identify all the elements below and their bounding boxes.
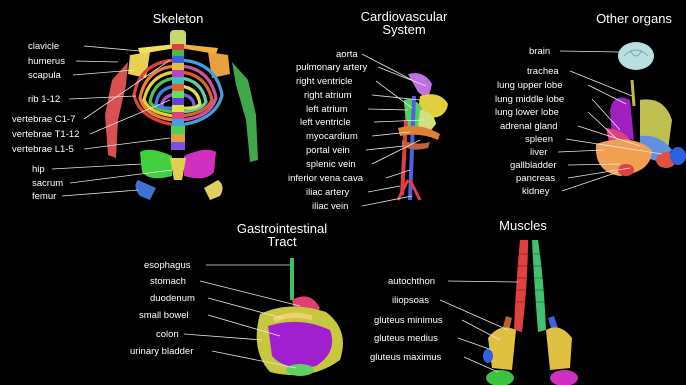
- label-vertebrae-l1-5: vertebrae L1-5: [12, 144, 74, 155]
- label-hip: hip: [32, 164, 45, 175]
- label-lung-middle-lobe: lung middle lobe: [495, 94, 564, 105]
- label-kidney: kidney: [522, 186, 550, 197]
- label-lung-lower-lobe: lung lower lobe: [495, 107, 559, 118]
- label-myocardium: myocardium: [306, 131, 358, 142]
- label-scapula: scapula: [28, 70, 61, 81]
- label-gallbladder: gallbladder: [510, 160, 556, 171]
- label-stomach: stomach: [150, 276, 186, 287]
- other-organs-panel: Other organs brain trachea lung upper lo…: [495, 11, 686, 197]
- muscles-title: Muscles: [499, 218, 547, 233]
- label-left-atrium: left atrium: [306, 104, 348, 115]
- label-clavicle: clavicle: [28, 41, 59, 52]
- label-humerus: humerus: [28, 56, 65, 67]
- label-pulmonary-artery: pulmonary artery: [296, 62, 368, 73]
- other-organs-render: [596, 42, 686, 176]
- label-splenic-vein: splenic vein: [306, 159, 356, 170]
- label-adrenal-gland: adrenal gland: [500, 121, 558, 132]
- gastrointestinal-render: [257, 258, 343, 376]
- label-vertebrae-t1-12: vertebrae T1-12: [12, 129, 79, 140]
- other-organs-title: Other organs: [596, 11, 672, 26]
- cardiovascular-render: [398, 73, 448, 200]
- label-brain: brain: [529, 46, 550, 57]
- gastrointestinal-panel: Gastrointestinal Tract esophagus stomach…: [130, 221, 343, 376]
- label-esophagus: esophagus: [144, 260, 191, 271]
- skeleton-labels: clavicle humerus scapula rib 1-12 verteb…: [12, 41, 172, 202]
- label-liver: liver: [530, 147, 547, 158]
- label-aorta: aorta: [336, 49, 358, 60]
- label-right-ventricle: right ventricle: [296, 76, 353, 87]
- label-inferior-vena-cava: inferior vena cava: [288, 173, 364, 184]
- label-gluteus-maximus: gluteus maximus: [370, 352, 442, 363]
- label-iliac-artery: iliac artery: [306, 187, 350, 198]
- label-small-bowel: small bowel: [139, 310, 189, 321]
- label-iliopsoas: iliopsoas: [392, 295, 429, 306]
- label-trachea: trachea: [527, 66, 559, 77]
- label-portal-vein: portal vein: [306, 145, 350, 156]
- label-left-ventricle: left ventricle: [300, 117, 351, 128]
- label-autochthon: autochthon: [388, 276, 435, 287]
- gastrointestinal-title-line2: Tract: [267, 234, 297, 249]
- label-spleen: spleen: [525, 134, 553, 145]
- label-sacrum: sacrum: [32, 178, 63, 189]
- label-pancreas: pancreas: [516, 173, 555, 184]
- label-gluteus-medius: gluteus medius: [374, 333, 438, 344]
- label-right-atrium: right atrium: [304, 90, 352, 101]
- label-urinary-bladder: urinary bladder: [130, 346, 193, 357]
- skeleton-render: [105, 30, 258, 200]
- label-lung-upper-lobe: lung upper lobe: [497, 80, 563, 91]
- cardiovascular-title-line2: System: [382, 22, 425, 37]
- skeleton-title: Skeleton: [153, 11, 204, 26]
- skeleton-panel: Skeleton: [12, 11, 258, 202]
- cardiovascular-panel: Cardiovascular System aorta pulmonary ar…: [288, 9, 448, 212]
- label-femur: femur: [32, 191, 56, 202]
- muscles-render: [483, 240, 578, 385]
- label-rib-1-12: rib 1-12: [28, 94, 60, 105]
- label-colon: colon: [156, 329, 179, 340]
- label-gluteus-minimus: gluteus minimus: [374, 315, 443, 326]
- label-vertebrae-c1-7: vertebrae C1-7: [12, 114, 75, 125]
- label-duodenum: duodenum: [150, 293, 195, 304]
- label-iliac-vein: iliac vein: [312, 201, 348, 212]
- muscles-panel: Muscles autochthon iliopsoas gl: [370, 218, 578, 385]
